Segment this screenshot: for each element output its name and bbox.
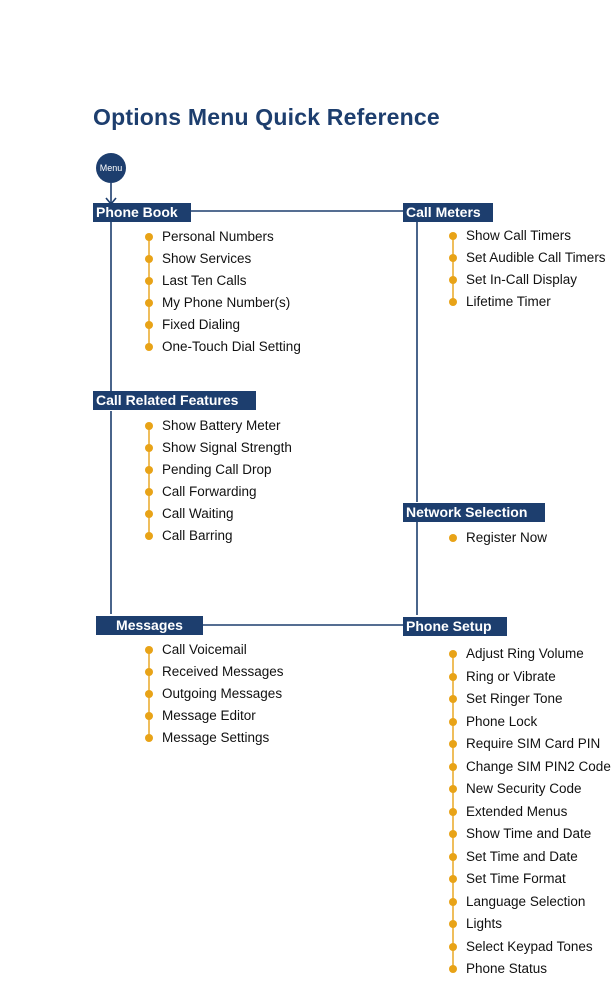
messages-header: Messages [96,616,203,635]
bullet-icon [145,488,153,496]
list-item: Register Now [449,527,547,549]
phone-setup-list: Adjust Ring Volume Ring or Vibrate Set R… [449,643,611,981]
list-item: Call Forwarding [145,481,292,503]
bullet-icon [145,321,153,329]
call-meters-header: Call Meters [403,203,493,222]
call-related-features-list: Show Battery Meter Show Signal Strength … [145,415,292,547]
list-item: One-Touch Dial Setting [145,336,301,358]
list-item: Outgoing Messages [145,683,284,705]
bullet-icon [449,897,457,906]
phone-setup-header: Phone Setup [403,617,507,636]
bullet-icon [145,734,153,742]
bullet-icon [449,254,457,262]
bullet-icon [145,532,153,540]
bullet-icon [449,875,457,884]
list-item: Set Audible Call Timers [449,247,606,269]
bullet-icon [449,762,457,771]
list-item: Set Time Format [449,868,611,891]
bullet-icon [449,298,457,306]
list-item: Change SIM PIN2 Code [449,756,611,779]
bullet-icon [145,646,153,654]
list-item: Personal Numbers [145,226,301,248]
list-item: Language Selection [449,891,611,914]
list-item: Received Messages [145,661,284,683]
bullet-icon [449,830,457,839]
list-item: Show Services [145,248,301,270]
list-item: My Phone Number(s) [145,292,301,314]
list-item: Phone Status [449,958,611,981]
bullet-icon [449,276,457,284]
bullet-icon [449,942,457,951]
network-selection-list: Register Now [449,527,547,549]
bullet-icon [145,277,153,285]
bullet-icon [449,650,457,659]
list-item: Require SIM Card PIN [449,733,611,756]
bullet-icon [145,444,153,452]
list-item: Fixed Dialing [145,314,301,336]
list-item: Select Keypad Tones [449,936,611,959]
network-selection-header: Network Selection [403,503,545,522]
list-item: Call Barring [145,525,292,547]
messages-list: Call Voicemail Received Messages Outgoin… [145,639,284,749]
bullet-icon [449,740,457,749]
bullet-icon [449,672,457,681]
page-title: Options Menu Quick Reference [93,104,440,130]
list-item: Set Time and Date [449,846,611,869]
bullet-icon [449,534,457,542]
bullet-icon [145,510,153,518]
bullet-icon [145,690,153,698]
call-related-features-header: Call Related Features [93,391,256,410]
list-item: Phone Lock [449,711,611,734]
bullet-icon [145,668,153,676]
list-item: Pending Call Drop [145,459,292,481]
list-item: Message Settings [145,727,284,749]
list-item: Show Time and Date [449,823,611,846]
list-item: Last Ten Calls [145,270,301,292]
bullet-icon [449,785,457,794]
bullet-icon [145,233,153,241]
list-item: Lights [449,913,611,936]
bullet-icon [145,343,153,351]
bullet-icon [449,695,457,704]
list-item: Call Waiting [145,503,292,525]
list-item: Show Call Timers [449,225,606,247]
bullet-icon [145,466,153,474]
bullet-icon [145,712,153,720]
list-item: New Security Code [449,778,611,801]
bullet-icon [449,965,457,974]
list-item: Adjust Ring Volume [449,643,611,666]
bullet-icon [145,299,153,307]
list-item: Lifetime Timer [449,291,606,313]
bullet-icon [145,422,153,430]
bullet-icon [449,920,457,929]
phone-book-list: Personal Numbers Show Services Last Ten … [145,226,301,358]
bullet-icon [449,232,457,240]
list-item: Set In-Call Display [449,269,606,291]
phone-book-header: Phone Book [93,203,191,222]
list-item: Set Ringer Tone [449,688,611,711]
bullet-icon [449,852,457,861]
list-item: Show Signal Strength [145,437,292,459]
bullet-icon [145,255,153,263]
list-item: Ring or Vibrate [449,666,611,689]
list-item: Call Voicemail [145,639,284,661]
list-item: Extended Menus [449,801,611,824]
list-item: Show Battery Meter [145,415,292,437]
call-meters-list: Show Call Timers Set Audible Call Timers… [449,225,606,313]
menu-node: Menu [96,153,126,183]
bullet-icon [449,717,457,726]
list-item: Message Editor [145,705,284,727]
bullet-icon [449,807,457,816]
